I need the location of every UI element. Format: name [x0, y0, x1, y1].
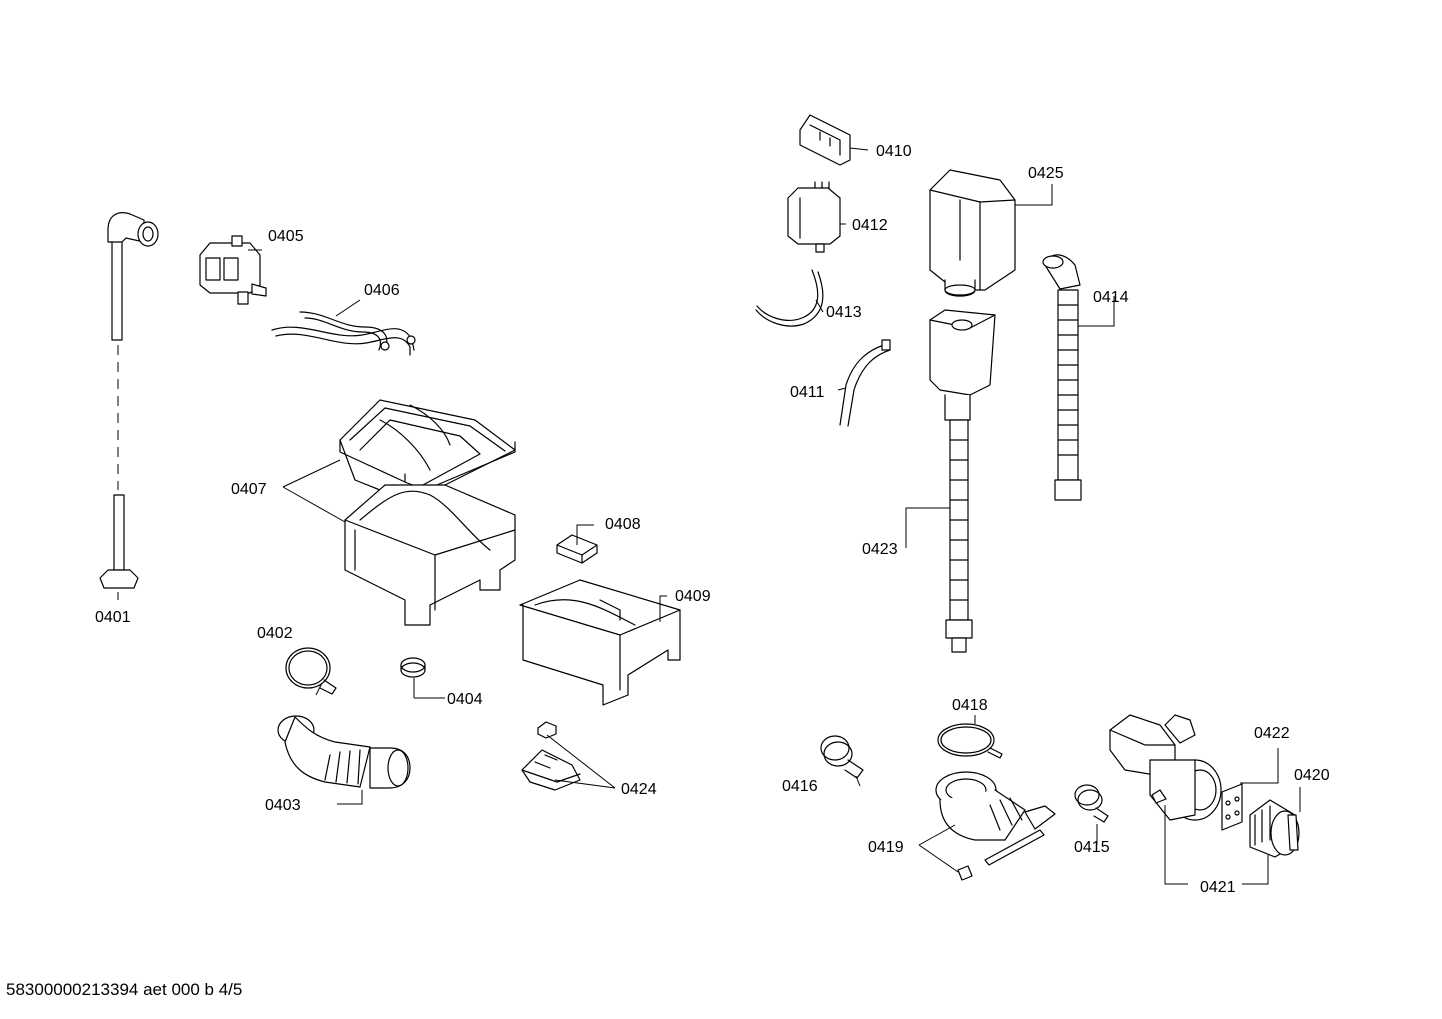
label-0408: 0408: [605, 516, 641, 533]
gasket-part: [1221, 783, 1243, 831]
label-0402: 0402: [257, 625, 293, 642]
part-labels: 0401 0402 0403 0404 0405 0406 0407 0408 …: [95, 143, 1330, 896]
drain-hose-part: [1042, 254, 1082, 501]
label-0411: 0411: [790, 384, 825, 401]
dispenser-housing-part: [339, 399, 516, 626]
detergent-drawer-part: [519, 579, 681, 706]
sump-bellows-part: [935, 771, 1056, 881]
label-0403: 0403: [265, 797, 301, 814]
pressure-hose-part: [755, 269, 824, 327]
label-0420: 0420: [1294, 767, 1330, 784]
label-0409: 0409: [675, 588, 711, 605]
label-0422: 0422: [1254, 725, 1290, 742]
drain-pump-part: [1109, 714, 1222, 821]
clamp-left-part: [820, 735, 864, 779]
label-0418: 0418: [952, 697, 988, 714]
label-0421: 0421: [1200, 879, 1236, 896]
label-0404: 0404: [447, 691, 483, 708]
leader-lines: [117, 147, 1301, 885]
label-0412: 0412: [852, 217, 888, 234]
label-0423: 0423: [862, 541, 898, 558]
label-0407: 0407: [231, 481, 267, 498]
label-0401: 0401: [95, 609, 131, 626]
clamp-right-part: [1074, 784, 1109, 823]
bellows-hose-part: [277, 715, 411, 789]
clamp-ring-sump-part: [937, 723, 1003, 759]
label-0424: 0424: [621, 781, 657, 798]
inlet-valve-part: [199, 235, 267, 305]
label-0413: 0413: [826, 304, 862, 321]
pump-filter-part: [1249, 799, 1300, 858]
siphon-insert-part: [556, 534, 598, 564]
document-code: 58300000213394 aet 000 b 4/5: [6, 980, 243, 999]
label-0405: 0405: [268, 228, 304, 245]
label-0419: 0419: [868, 839, 904, 856]
label-0425: 0425: [1028, 165, 1064, 182]
pressure-hose-short-part: [839, 339, 891, 427]
label-0414: 0414: [1093, 289, 1129, 306]
fill-hose-part: [929, 309, 996, 653]
clamp-ring-large-part: [285, 647, 337, 695]
label-0415: 0415: [1074, 839, 1110, 856]
air-chamber-part: [929, 169, 1016, 297]
hose-set-part: [271, 311, 416, 356]
clamp-ring-small-part: [400, 657, 426, 678]
inlet-hose-part: [99, 212, 159, 589]
label-0406: 0406: [364, 282, 400, 299]
pressure-switch-bracket-part: [799, 114, 851, 166]
label-0416: 0416: [782, 778, 818, 795]
label-0410: 0410: [876, 143, 912, 160]
pressure-switch-part: [787, 181, 841, 253]
bracket-part: [521, 721, 581, 791]
